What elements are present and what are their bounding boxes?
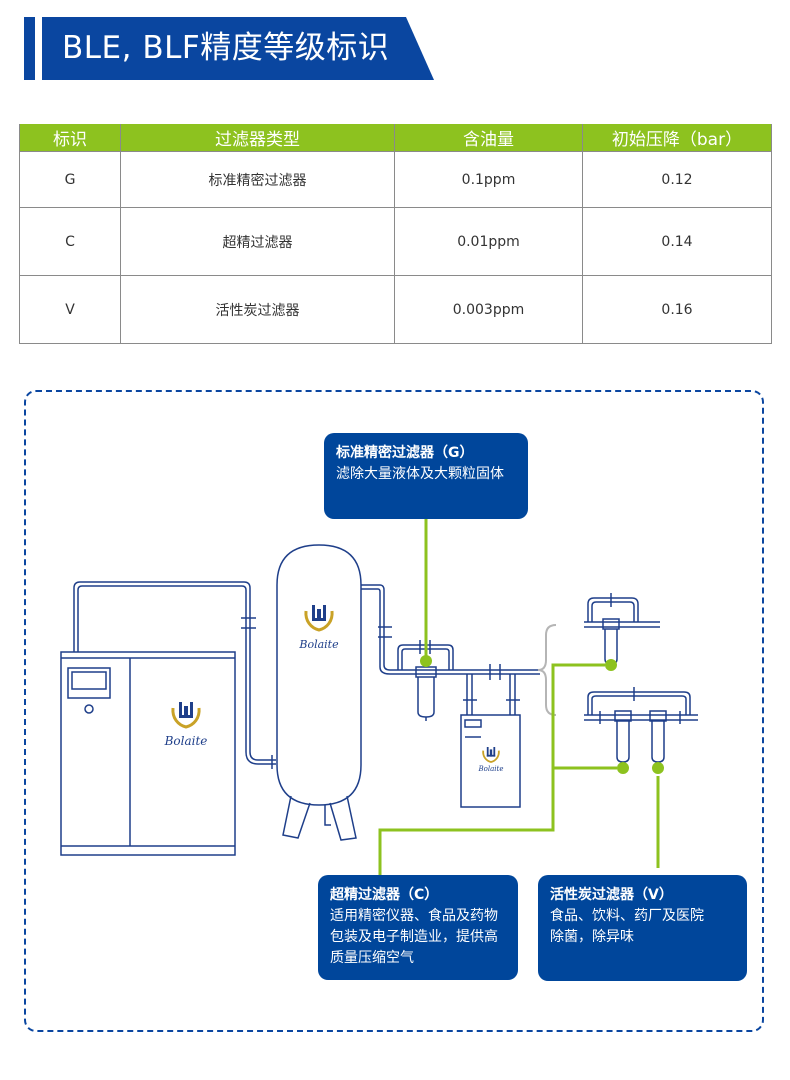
filter-set-dual bbox=[584, 687, 698, 763]
callout-text: 包装及电子制造业，提供高 bbox=[330, 929, 498, 945]
outlet-pipe bbox=[361, 584, 540, 715]
refrigerated-dryer bbox=[460, 714, 521, 808]
cell-filter-type: 超精过滤器 bbox=[120, 207, 395, 276]
table-row: C 超精过滤器 0.01ppm 0.14 bbox=[19, 207, 772, 276]
system-diagram-frame bbox=[24, 390, 764, 1032]
callout-text: 滤除大量液体及大颗粒固体 bbox=[336, 466, 504, 482]
callout-title: 活性炭过滤器（V） bbox=[550, 887, 673, 903]
callout-filter-v: 活性炭过滤器（V） 食品、饮料、药厂及医院 除菌，除异味 bbox=[538, 875, 747, 981]
table-header-row: 标识 过滤器类型 含油量 初始压降（bar） bbox=[19, 124, 772, 152]
inlet-pipe bbox=[73, 581, 276, 769]
table-row: V 活性炭过滤器 0.003ppm 0.16 bbox=[19, 275, 772, 344]
brand-name: Bolaite bbox=[298, 638, 339, 651]
callout-title: 超精过滤器（C） bbox=[330, 887, 439, 903]
col-header-oil-content: 含油量 bbox=[394, 124, 583, 152]
brand-name: Bolaite bbox=[478, 765, 504, 773]
filter-set-single bbox=[584, 593, 660, 665]
cell-oil-content: 0.01ppm bbox=[394, 207, 583, 276]
cell-code: G bbox=[19, 151, 121, 208]
cell-pressure-drop: 0.14 bbox=[582, 207, 772, 276]
cell-oil-content: 0.1ppm bbox=[394, 151, 583, 208]
table-row: G 标准精密过滤器 0.1ppm 0.12 bbox=[19, 151, 772, 208]
cell-pressure-drop: 0.12 bbox=[582, 151, 772, 208]
callout-text: 除菌，除异味 bbox=[550, 929, 634, 945]
col-header-code: 标识 bbox=[19, 124, 121, 152]
title-accent-bar bbox=[24, 17, 35, 80]
title-banner bbox=[42, 17, 434, 80]
cell-filter-type: 标准精密过滤器 bbox=[120, 151, 395, 208]
air-compressor bbox=[60, 651, 236, 856]
callout-filter-c: 超精过滤器（C） 适用精密仪器、食品及药物 包装及电子制造业，提供高 质量压缩空… bbox=[318, 875, 518, 980]
col-header-filter-type: 过滤器类型 bbox=[120, 124, 395, 152]
grouping-brace bbox=[537, 624, 557, 716]
callout-title: 标准精密过滤器（G） bbox=[336, 445, 474, 461]
cell-filter-type: 活性炭过滤器 bbox=[120, 275, 395, 344]
brand-logo-icon bbox=[171, 603, 500, 763]
marker-dot-c-dual bbox=[617, 762, 629, 774]
precision-grade-table: 标识 过滤器类型 含油量 初始压降（bar） G 标准精密过滤器 0.1ppm … bbox=[19, 124, 772, 344]
marker-dot-g bbox=[420, 655, 432, 667]
callout-text: 质量压缩空气 bbox=[330, 950, 414, 966]
cell-pressure-drop: 0.16 bbox=[582, 275, 772, 344]
callout-filter-g: 标准精密过滤器（G） 滤除大量液体及大颗粒固体 bbox=[324, 433, 528, 519]
filter-g bbox=[415, 666, 437, 721]
title-banner-shape bbox=[42, 17, 434, 80]
marker-dot-v bbox=[652, 762, 664, 774]
callout-text: 食品、饮料、药厂及医院 bbox=[550, 908, 704, 924]
callout-text: 适用精密仪器、食品及药物 bbox=[330, 908, 498, 924]
cell-code: V bbox=[19, 275, 121, 344]
page-title: BLE, BLF精度等级标识 bbox=[62, 30, 390, 66]
col-header-pressure-drop: 初始压降（bar） bbox=[582, 124, 772, 152]
leader-lines bbox=[378, 519, 660, 875]
cell-oil-content: 0.003ppm bbox=[394, 275, 583, 344]
air-receiver-tank bbox=[276, 544, 362, 841]
brand-name: Bolaite bbox=[164, 734, 208, 748]
marker-dot-c-single bbox=[605, 659, 617, 671]
